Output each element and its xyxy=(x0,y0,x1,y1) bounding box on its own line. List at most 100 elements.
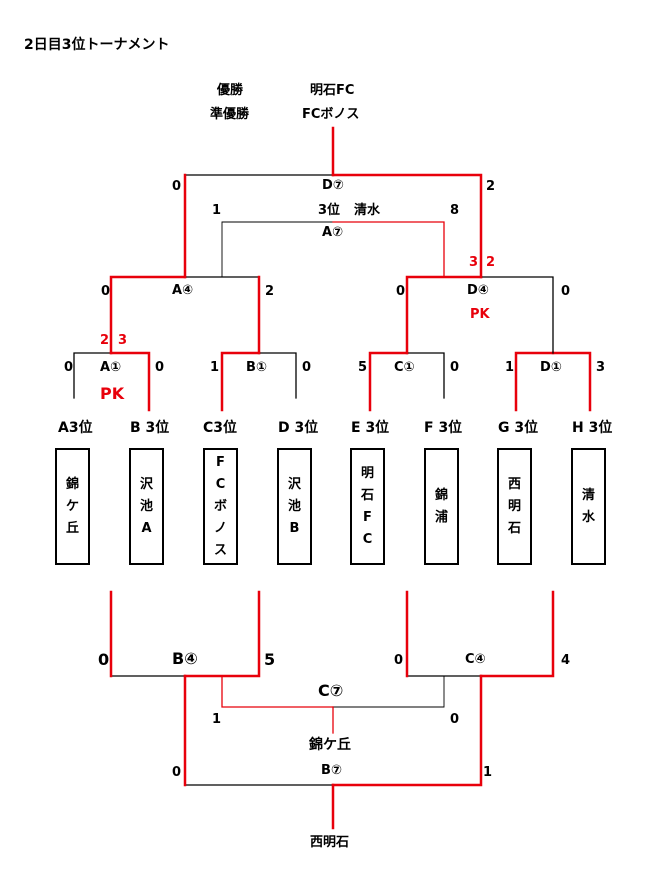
b4-right-line xyxy=(183,590,261,678)
third-code: A⑦ xyxy=(322,225,344,240)
b7-right-score: 1 xyxy=(483,765,493,780)
b7-code: B⑦ xyxy=(321,763,342,778)
final-left-score: 0 xyxy=(172,179,182,194)
winner-team: 明石FC xyxy=(310,83,355,98)
team-g-char: 明 xyxy=(507,498,521,514)
c4-right-score: 4 xyxy=(561,653,571,668)
c7-right-line xyxy=(332,675,445,708)
team-a-char: 錦 xyxy=(65,476,79,492)
team-d-char: 沢 xyxy=(287,476,301,492)
third-left-line xyxy=(221,221,334,278)
team-box-g: 西 明 石 xyxy=(497,448,532,565)
runner-up-team: FCボノス xyxy=(302,107,360,122)
qf-a-pk-left: 2 xyxy=(100,333,110,348)
team-f-char: 浦 xyxy=(434,509,448,525)
qf-d-left-score: 1 xyxy=(505,360,515,375)
team-box-f: 錦 浦 xyxy=(424,448,459,565)
b7-winner: 西明石 xyxy=(310,835,350,850)
sf-d-left-score: 0 xyxy=(396,284,406,299)
team-seed-f: F 3位 xyxy=(424,420,463,436)
qf-b-code: B① xyxy=(246,360,267,375)
c7-right-score: 0 xyxy=(450,712,460,727)
third-team: 清水 xyxy=(354,203,381,218)
third-right-line xyxy=(332,221,445,278)
team-g-char: 石 xyxy=(507,520,521,536)
sf-d-pk-left: 3 xyxy=(469,255,479,270)
qf-a-left-score: 0 xyxy=(64,360,74,375)
team-b-char: 沢 xyxy=(139,476,153,492)
team-box-c: F C ボ ノ ス xyxy=(203,448,238,565)
team-a-char: 丘 xyxy=(65,520,79,536)
qf-d-right-line xyxy=(551,351,592,412)
third-left-score: 1 xyxy=(212,203,222,218)
final-left-line xyxy=(184,174,334,278)
team-box-h: 清 水 xyxy=(571,448,606,565)
team-e-char: F xyxy=(363,509,372,525)
sf-d-pk-label: PK xyxy=(470,307,490,322)
team-b-char: 池 xyxy=(139,498,153,514)
c4-left-score: 0 xyxy=(394,653,404,668)
winner-label: 優勝 xyxy=(217,83,244,98)
sf-a-right-score: 2 xyxy=(265,284,275,299)
team-box-e: 明 石 F C xyxy=(350,448,385,565)
b4-left-score: 0 xyxy=(98,650,110,669)
qf-c-left-score: 5 xyxy=(358,360,368,375)
qf-d-left-line xyxy=(514,351,555,412)
third-right-score: 8 xyxy=(450,203,460,218)
team-c-char: C xyxy=(215,476,226,492)
team-seed-c: C3位 xyxy=(203,420,238,436)
c7-left-score: 1 xyxy=(212,712,222,727)
c4-right-line xyxy=(479,590,555,678)
team-c-char: ノ xyxy=(213,520,227,536)
c7-code: C⑦ xyxy=(318,681,344,700)
team-h-char: 清 xyxy=(581,487,595,503)
sf-d-code: D④ xyxy=(467,283,489,298)
qf-d-right-score: 3 xyxy=(596,360,606,375)
qf-a-loser-line xyxy=(73,352,112,399)
b7-right-line xyxy=(331,674,483,787)
team-e-char: 明 xyxy=(360,465,374,481)
runner-up-label: 準優勝 xyxy=(210,107,250,122)
team-f-char: 錦 xyxy=(434,487,448,503)
b7-left-line xyxy=(184,675,334,786)
qf-a-pk-right: 3 xyxy=(118,333,128,348)
final-right-score: 2 xyxy=(486,179,496,194)
team-c-char: F xyxy=(216,454,225,470)
b4-right-score: 5 xyxy=(264,650,276,669)
c7-winner: 錦ケ丘 xyxy=(309,737,351,753)
c4-code: C④ xyxy=(465,652,486,667)
sf-a-left-score: 0 xyxy=(101,284,111,299)
team-b-char: A xyxy=(141,520,152,536)
qf-a-right-score: 0 xyxy=(155,360,165,375)
sf-d-right-line xyxy=(480,276,554,354)
qf-c-winner-line xyxy=(368,351,409,412)
team-c-char: ボ xyxy=(213,498,227,514)
qf-a-code: A① xyxy=(100,360,122,375)
team-seed-g: G 3位 xyxy=(498,420,539,436)
qf-b-left-score: 1 xyxy=(210,360,220,375)
team-g-char: 西 xyxy=(507,476,521,492)
team-seed-d: D 3位 xyxy=(278,420,319,436)
team-box-d: 沢 池 B xyxy=(277,448,312,565)
sf-d-pk-right: 2 xyxy=(486,255,496,270)
team-seed-a: A3位 xyxy=(58,420,93,436)
third-label: 3位 xyxy=(318,203,341,218)
team-h-char: 水 xyxy=(581,509,595,525)
team-seed-h: H 3位 xyxy=(572,420,613,436)
sf-a-code: A④ xyxy=(172,283,194,298)
team-d-char: 池 xyxy=(287,498,301,514)
team-seed-b: B 3位 xyxy=(130,420,170,436)
page-title: 2日目3位トーナメント xyxy=(24,37,170,53)
c7-left-line xyxy=(221,675,334,708)
qf-c-right-score: 0 xyxy=(450,360,460,375)
qf-b-right-score: 0 xyxy=(302,360,312,375)
final-right-line xyxy=(331,173,483,279)
qf-c-code: C① xyxy=(394,360,415,375)
qf-d-code: D① xyxy=(540,360,562,375)
team-e-char: C xyxy=(362,531,373,547)
team-seed-e: E 3位 xyxy=(351,420,390,436)
qf-a-winner-line xyxy=(109,351,151,412)
b4-code: B④ xyxy=(172,649,198,668)
sf-d-left-line xyxy=(405,275,483,355)
